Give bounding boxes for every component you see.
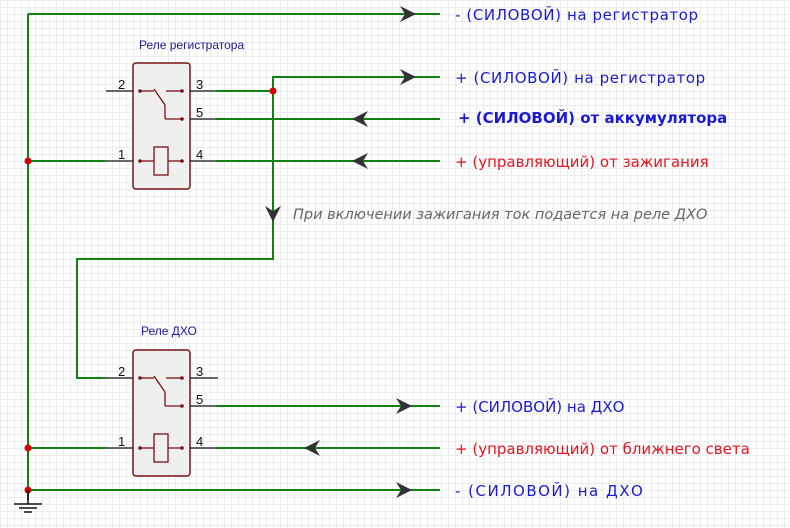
relay-recorder-title: Реле регистратора [139, 38, 245, 52]
pin-number: 2 [118, 364, 126, 379]
relay-recorder [106, 62, 216, 190]
wire-plus-recorder [272, 76, 440, 91]
label-minus-power-to-drl: - (СИЛОВОЙ) на ДХО [455, 482, 645, 500]
label-plus-power-from-battery: + (СИЛОВОЙ) от аккумулятора [458, 109, 728, 127]
pin-number: 3 [196, 77, 204, 92]
arrow-left-icon [304, 440, 320, 456]
pin-number: 4 [196, 434, 204, 449]
pin-number: 1 [118, 147, 126, 162]
arrow-left-icon [352, 111, 368, 127]
arrow-right-icon [396, 398, 412, 414]
switch-contact [140, 88, 182, 120]
arrow-down-icon [265, 206, 281, 222]
coil [140, 433, 182, 463]
label-plus-power-to-recorder: + (СИЛОВОЙ) на регистратор [455, 69, 706, 87]
switch-contact [140, 375, 182, 407]
pin-number: 5 [196, 105, 204, 120]
wires [27, 13, 440, 500]
junction-dot [24, 444, 32, 452]
relay-body [132, 62, 191, 190]
relay-drl-title: Реле ДХО [141, 324, 197, 338]
wire-ignition-to-drl-relay [76, 91, 274, 379]
arrow-right-icon [396, 482, 412, 498]
arrow-right-icon [400, 69, 416, 85]
label-plus-control-from-ignition: + (управляющий) от зажигания [455, 153, 709, 171]
junction-dot [269, 87, 277, 95]
ground-icon [14, 490, 42, 513]
coil [140, 146, 182, 176]
note-ignition: При включении зажигания ток подается на … [293, 207, 708, 223]
arrow-left-icon [352, 153, 368, 169]
label-plus-power-to-drl: + (СИЛОВОЙ) на ДХО [455, 398, 625, 416]
junction-dot [24, 157, 32, 165]
pin-number: 5 [196, 392, 204, 407]
pin-number: 2 [118, 77, 126, 92]
junctions [24, 87, 277, 494]
relay-body [132, 349, 191, 477]
pin-number: 3 [196, 364, 204, 379]
arrow-right-icon [400, 6, 416, 22]
pin-number: 1 [118, 434, 126, 449]
pin-number: 4 [196, 147, 204, 162]
label-minus-power-to-recorder: - (СИЛОВОЙ) на регистратор [455, 6, 699, 24]
label-plus-control-from-lowbeam: + (управляющий) от ближнего света [455, 440, 750, 458]
relay-drl [106, 349, 218, 477]
